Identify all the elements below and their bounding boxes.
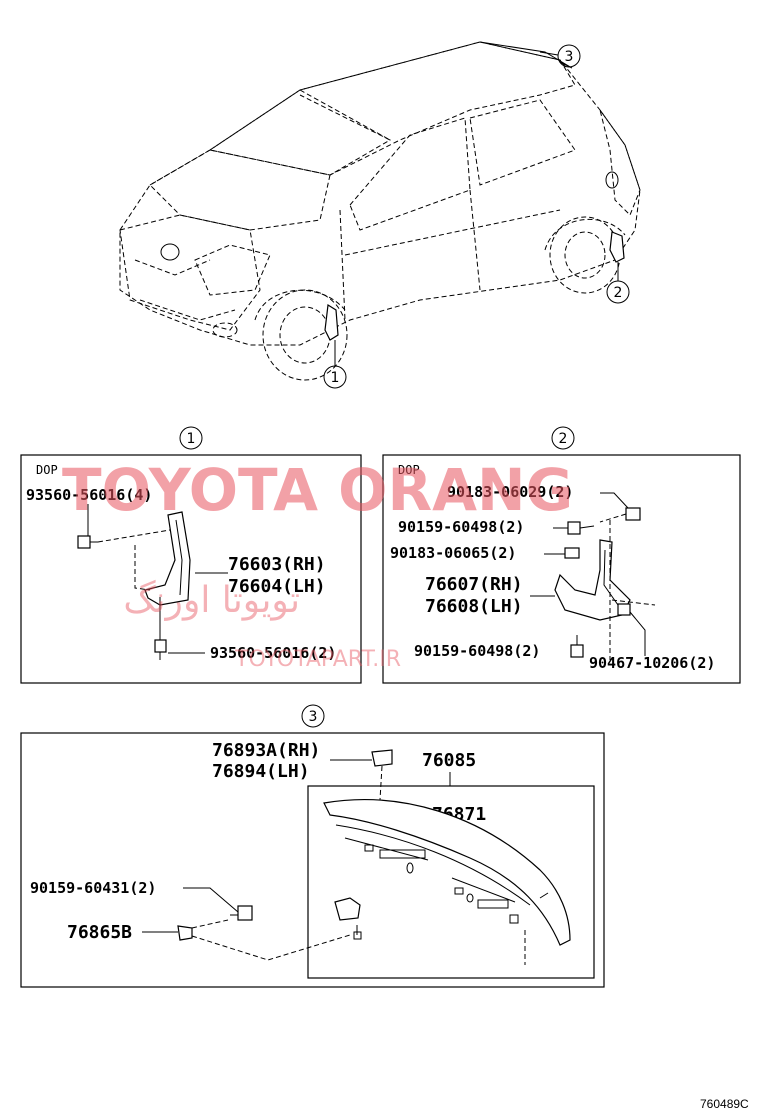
svg-text:2: 2 — [614, 285, 623, 301]
callout-2-panel: 2 — [551, 426, 575, 450]
callout-1-top: 1 — [323, 365, 347, 389]
car-illustration — [119, 41, 641, 381]
mudguard-rear-icon — [554, 520, 656, 660]
label-76604-lh: 76604(LH) — [228, 576, 326, 597]
label-90159-60431: 90159-60431(2) — [30, 879, 156, 897]
figure-code: 760489C — [700, 1097, 749, 1111]
label-76894-lh: 76894(LH) — [212, 761, 310, 782]
cushion-icon — [177, 925, 193, 941]
svg-text:2: 2 — [559, 431, 568, 447]
label-76608-lh: 76608(LH) — [425, 596, 523, 617]
leader-90183-06029 — [600, 492, 629, 509]
callout-3-top: 3 — [557, 44, 581, 68]
label-90159-60498-a: 90159-60498(2) — [398, 518, 524, 536]
label-76865b: 76865B — [67, 922, 132, 943]
label-76607-rh: 76607(RH) — [425, 574, 523, 595]
panel-2-dop: DOP — [398, 463, 420, 477]
mudguard-front-icon — [134, 511, 191, 640]
leader-90159-60431 — [183, 887, 239, 913]
svg-text:3: 3 — [565, 49, 574, 65]
panel-2-frame — [382, 454, 741, 684]
label-90159-60498-b: 90159-60498(2) — [414, 642, 540, 660]
panel-1-dop: DOP — [36, 463, 58, 477]
callout-2-top: 2 — [606, 280, 630, 304]
panel-3-frame — [20, 732, 605, 988]
label-76603-rh: 76603(RH) — [228, 554, 326, 575]
panel-3-inner-frame — [307, 785, 595, 979]
bolt-icon — [154, 639, 205, 660]
watermark-brand: TOYOTA ORANG — [62, 456, 573, 524]
label-93560-56016-4: 93560-56016(4) — [26, 486, 152, 504]
clip-icon — [564, 547, 580, 559]
label-90183-06065: 90183-06065(2) — [390, 544, 516, 562]
label-90467-10206: 90467-10206(2) — [589, 654, 715, 672]
panel-1-frame — [20, 454, 362, 684]
clip-icon — [625, 507, 641, 521]
screw-icon — [570, 635, 584, 658]
rear-spoiler-icon — [323, 799, 571, 965]
bolt-icon — [77, 504, 171, 549]
callout-1-panel: 1 — [179, 426, 203, 450]
cushion-bracket-icon — [334, 897, 362, 940]
svg-text:1: 1 — [331, 370, 340, 386]
label-93560-56016-2: 93560-56016(2) — [210, 644, 336, 662]
label-76893a-rh: 76893A(RH) — [212, 740, 320, 761]
bracket-icon — [371, 749, 393, 767]
screw-icon — [567, 521, 595, 535]
svg-text:1: 1 — [187, 431, 196, 447]
nut-icon — [617, 603, 646, 656]
svg-text:3: 3 — [309, 709, 318, 725]
callout-3-panel: 3 — [301, 704, 325, 728]
label-76085: 76085 — [422, 750, 476, 771]
watermark-url: TOYOTAPART.IR — [234, 647, 401, 672]
watermark-arabic: تویوتا اورنگ — [123, 579, 300, 621]
screw-icon — [230, 905, 253, 921]
label-90183-06029: 90183-06029(2) — [447, 483, 573, 501]
